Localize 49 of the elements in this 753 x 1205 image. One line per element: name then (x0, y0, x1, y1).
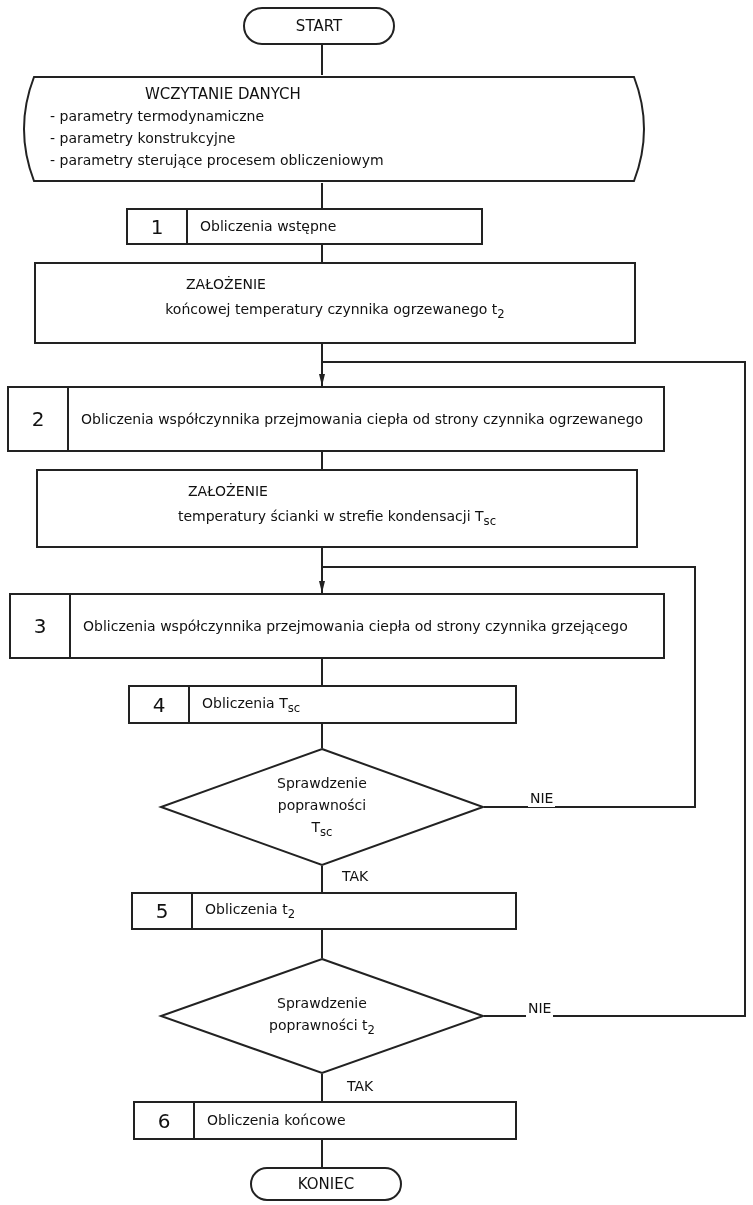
list-item: - parametry sterujące procesem obliczeniowym (50, 150, 384, 170)
connector-line (321, 451, 323, 470)
process-text: Obliczenia końcowe (206, 1111, 347, 1131)
list-item: - parametry termodynamiczne (50, 107, 265, 127)
heading: ZAŁOŻENIE (188, 482, 268, 501)
connector-line (321, 1139, 323, 1168)
process-box (34, 262, 636, 344)
step-number: 2 (9, 388, 69, 450)
connector-line (321, 865, 323, 893)
decision-diamond (160, 958, 484, 1074)
connector-line (321, 929, 323, 959)
process-text: Obliczenia wstępne (199, 217, 338, 237)
connector-line (321, 1073, 323, 1102)
step-number: 3 (11, 595, 71, 657)
edge-label: NIE (526, 1000, 554, 1017)
edge-label: NIE (528, 790, 556, 807)
process-box (7, 386, 665, 452)
process-text: końcowej temperatury czynnika ogrzewanego t$_{2}$ (165, 300, 505, 323)
connector-line (321, 723, 323, 749)
terminator: START (243, 7, 395, 45)
step-number: 6 (135, 1103, 195, 1138)
connector-line (321, 182, 323, 209)
process-box (126, 208, 483, 245)
process-text: Obliczenia współczynnika przejmowania ciepła od strony czynnika ogrzewanego (80, 409, 645, 429)
arrow (319, 361, 746, 1017)
decision-text: Sprawdzenie poprawności T$_{sc}$ (276, 774, 368, 841)
process-box (131, 892, 517, 930)
connector-line (321, 44, 323, 76)
process-box (133, 1101, 517, 1140)
process-text: temperatury ścianki w strefie kondensacji T$_{sc}$ (177, 507, 497, 530)
step-number: 5 (133, 894, 193, 928)
step-number: 1 (128, 210, 188, 243)
decision-text: Sprawdzenie poprawności t$_{2}$ (268, 994, 376, 1039)
process-text: Obliczenia T$_{sc}$ (201, 693, 302, 717)
connector-line (321, 658, 323, 686)
arrow (319, 566, 696, 808)
input-shape (20, 75, 648, 183)
decision-diamond (160, 748, 484, 866)
process-box (9, 593, 665, 659)
heading: WCZYTANIE DANYCH (145, 84, 301, 105)
heading: ZAŁOŻENIE (186, 275, 266, 294)
process-text: Obliczenia współczynnika przejmowania ciepła od strony czynnika grzejącego (82, 616, 629, 636)
process-text: Obliczenia t$_{2}$ (204, 900, 297, 923)
process-box (128, 685, 517, 724)
connector-line (321, 244, 323, 263)
terminator: KONIEC (250, 1167, 402, 1201)
list-item: - parametry konstrukcyjne (50, 128, 236, 148)
process-box (36, 469, 638, 548)
step-number: 4 (130, 687, 190, 722)
